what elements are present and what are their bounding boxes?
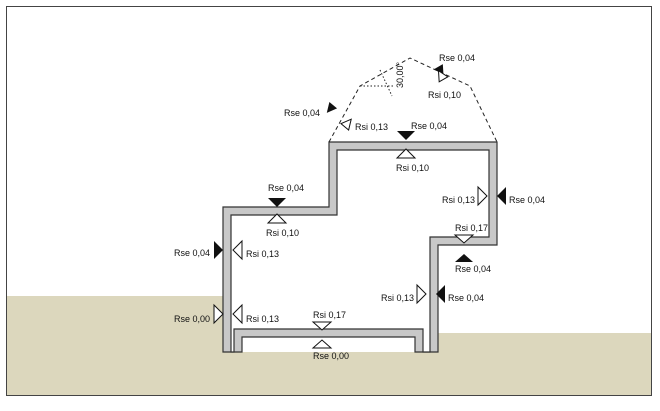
roof-outline: [328, 57, 498, 143]
label-rse-left-ground: Rse 0,00: [174, 314, 210, 324]
label-rsi-left-wall: Rsi 0,13: [246, 249, 279, 259]
label-rsi-lower-ceiling: Rsi 0,10: [266, 228, 299, 238]
roof-top-symbol: [434, 64, 449, 83]
label-rse-right-wall: Rse 0,04: [509, 195, 545, 205]
right-lower-wall-symbol: [416, 283, 445, 305]
left-ground-symbol: [213, 303, 243, 325]
label-rse-left-wall: Rse 0,04: [174, 248, 210, 258]
left-wall-symbol: [214, 239, 243, 261]
upper-ceiling-symbol: [395, 131, 417, 159]
label-rsi-right-lower: Rsi 0,13: [381, 293, 414, 303]
label-rsi-step-floor: Rsi 0,17: [455, 223, 488, 233]
step-floor-symbol: [453, 234, 475, 262]
right-wall-symbol: [477, 185, 506, 207]
ground-left: [7, 296, 223, 395]
building-interior: [230, 149, 490, 353]
label-rse-roof-left: Rse 0,04: [284, 108, 320, 118]
ground-below-floor: [223, 352, 433, 395]
roof-angle-label: 30,00°: [395, 61, 405, 88]
floor-symbol: [311, 321, 333, 349]
label-rse-right-lower: Rse 0,04: [448, 293, 484, 303]
roof-left-symbol: [326, 101, 352, 131]
label-rsi-roof-left: Rsi 0,13: [355, 122, 388, 132]
label-rse-lower-ceiling: Rse 0,04: [268, 183, 304, 193]
label-rse-roof-top: Rse 0,04: [439, 53, 475, 63]
roof-angle-marker: [360, 69, 395, 97]
label-rse-upper-ceiling: Rse 0,04: [411, 121, 447, 131]
label-rse-step-floor: Rse 0,04: [455, 264, 491, 274]
label-rsi-left-ground: Rsi 0,13: [246, 314, 279, 324]
label-rsi-upper-ceiling: Rsi 0,10: [396, 163, 429, 173]
ground-right: [433, 333, 651, 395]
label-rse-floor: Rse 0,00: [313, 351, 349, 361]
lower-ceiling-symbol: [266, 198, 288, 224]
label-rsi-floor: Rsi 0,17: [313, 310, 346, 320]
label-rsi-roof-top: Rsi 0,10: [428, 90, 461, 100]
label-rsi-right-wall: Rsi 0,13: [442, 195, 475, 205]
